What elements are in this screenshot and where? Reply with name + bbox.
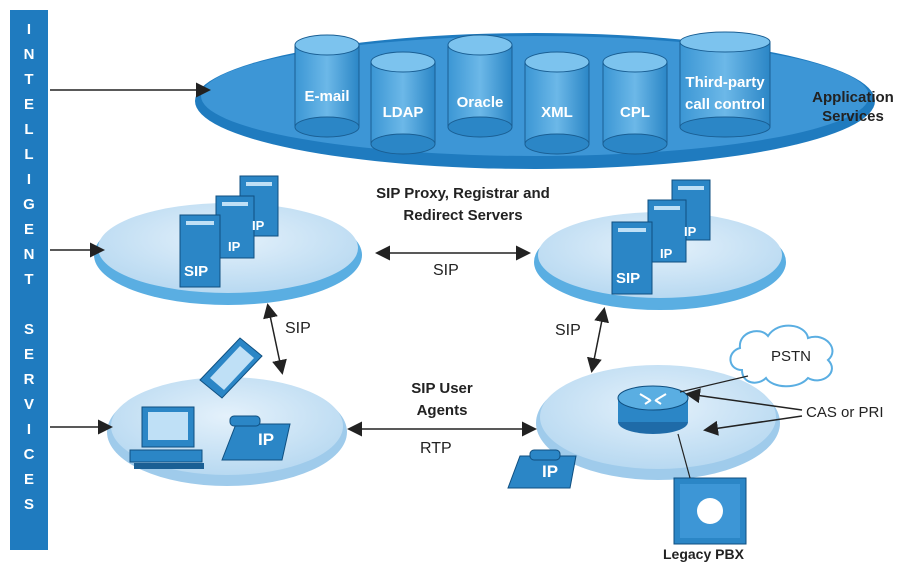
- oracle-db-icon: [447, 34, 513, 138]
- server-tag-ip: IP: [228, 239, 241, 254]
- bar-letter: E: [23, 221, 34, 238]
- rtp-label: RTP: [420, 440, 452, 457]
- router-pstn-link: [679, 375, 749, 393]
- user-agents-line2: Agents: [416, 402, 468, 419]
- db-label-xml: XML: [541, 104, 573, 121]
- right-server-stack-icon: [611, 179, 711, 295]
- third-party-line2: call control: [684, 96, 766, 113]
- sip-server-link-label: SIP: [433, 262, 459, 279]
- bar-letter: S: [23, 321, 34, 338]
- app-label-line1: Application: [812, 89, 894, 106]
- third-party-db-icon: [679, 31, 771, 138]
- user-agents-line1: SIP User: [411, 380, 473, 397]
- bar-letter: E: [23, 471, 34, 488]
- bar-letter: T: [24, 271, 34, 288]
- servers-title-line2: Redirect Servers: [403, 207, 523, 224]
- server-tag-ip: IP: [660, 246, 673, 261]
- intelligent-services-bar: I N T E L L I G E N T S E R V I C E S: [10, 10, 48, 550]
- right-sip-link-arrow: [586, 307, 610, 373]
- bar-letter: I: [26, 171, 32, 188]
- router-pbx-link: [677, 433, 691, 479]
- cas-arrow-top: [685, 388, 803, 411]
- bar-letter: V: [23, 396, 34, 413]
- db-label-third-party: Third-party call control: [680, 72, 770, 116]
- email-db-icon: [294, 34, 360, 138]
- cas-arrow-bottom: [703, 415, 803, 436]
- computer-icon: [129, 406, 204, 469]
- application-services-label: Application Services: [802, 88, 904, 126]
- phone-ip-tag: IP: [258, 430, 275, 449]
- left-sip-label: SIP: [285, 320, 311, 337]
- left-server-stack-icon: [179, 175, 279, 288]
- ldap-db-icon: [370, 51, 436, 155]
- bar-letter: N: [23, 46, 35, 63]
- server-tag-sip: SIP: [616, 270, 641, 287]
- right-sip-label: SIP: [555, 322, 581, 339]
- server-tag-sip: SIP: [184, 263, 209, 280]
- router-icon: [617, 385, 689, 434]
- bar-letter: S: [23, 496, 34, 513]
- db-label-ldap: LDAP: [382, 104, 424, 121]
- third-party-line1: Third-party: [685, 74, 765, 91]
- bar-letter: T: [24, 71, 34, 88]
- right-phone-ip-tag: IP: [542, 462, 559, 481]
- legacy-pbx-icon: [673, 477, 747, 545]
- servers-title: SIP Proxy, Registrar and Redirect Server…: [350, 183, 576, 227]
- bar-letter: I: [26, 21, 32, 38]
- server-tag-ip: IP: [252, 218, 265, 233]
- pstn-label: PSTN: [771, 348, 812, 365]
- legacy-pbx-label: Legacy PBX: [663, 546, 744, 562]
- bar-letter: I: [26, 421, 32, 438]
- bar-letter: E: [23, 96, 34, 113]
- ip-phone-right-icon: [507, 449, 577, 489]
- bar-letter: N: [23, 246, 35, 263]
- bar-letter: L: [24, 121, 34, 138]
- left-sip-link-arrow: [263, 303, 287, 375]
- bar-letter: L: [24, 146, 34, 163]
- db-label-cpl: CPL: [620, 104, 650, 121]
- pda-icon: [199, 337, 263, 399]
- db-label-email: E-mail: [304, 88, 350, 105]
- pstn-cloud-icon: [729, 324, 834, 388]
- user-agents-title: SIP User Agents: [395, 378, 489, 422]
- cpl-db-icon: [602, 51, 668, 155]
- servers-title-line1: SIP Proxy, Registrar and: [376, 185, 550, 202]
- server-tag-ip: IP: [684, 224, 697, 239]
- db-label-oracle: Oracle: [456, 94, 504, 111]
- bar-letter: E: [23, 346, 34, 363]
- database-cylinders: [294, 31, 771, 155]
- bar-letter: C: [23, 446, 35, 463]
- bar-letter: G: [23, 196, 35, 213]
- bar-letter: R: [23, 371, 35, 388]
- app-label-line2: Services: [822, 108, 884, 125]
- ip-phone-icon: [221, 415, 291, 461]
- xml-db-icon: [524, 51, 590, 155]
- cas-pri-label: CAS or PRI: [806, 404, 884, 421]
